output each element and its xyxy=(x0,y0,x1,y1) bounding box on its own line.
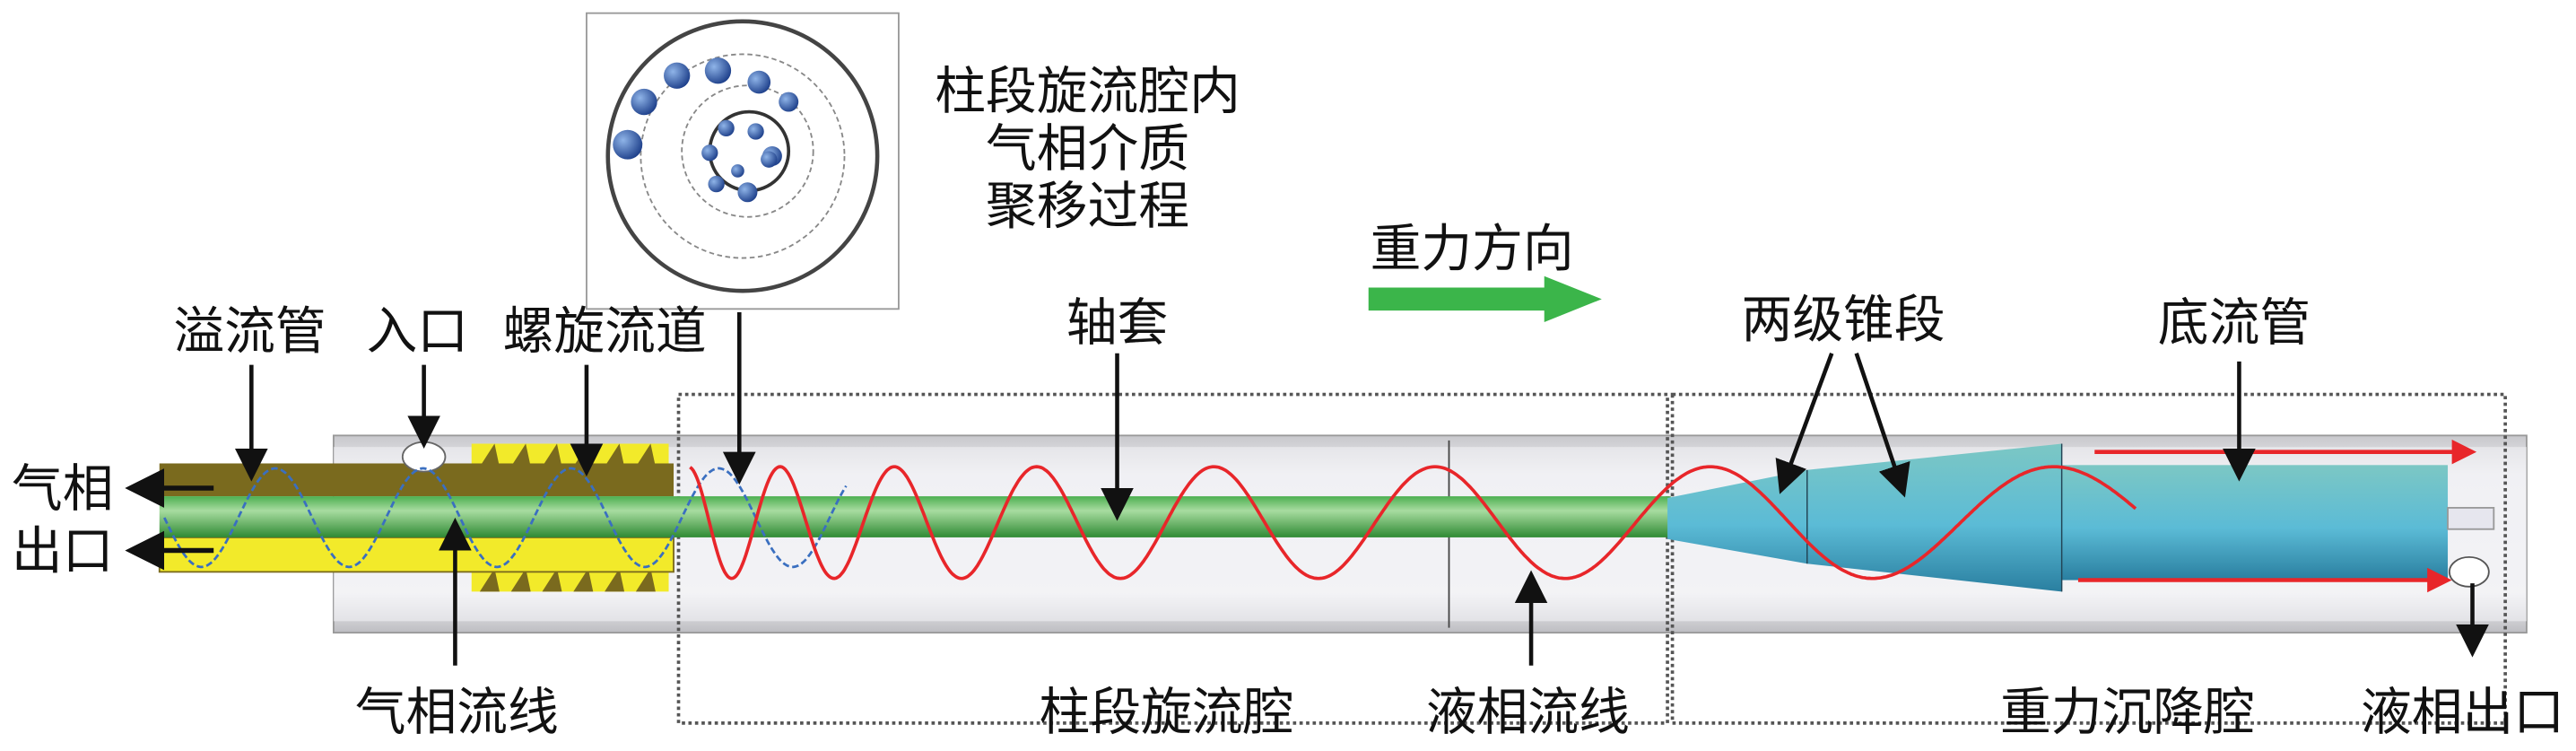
label-liquid-outlet: 液相出口 xyxy=(2361,683,2564,742)
inset-caption-line3: 聚移过程 xyxy=(986,177,1189,236)
spiral-fin xyxy=(479,568,500,592)
spiral-fin xyxy=(479,443,500,467)
label-liquid-streamline: 液相流线 xyxy=(1426,683,1630,742)
label-gravity-settling-chamber: 重力沉降腔 xyxy=(2000,683,2255,742)
label-underflow-pipe: 底流管 xyxy=(2158,293,2311,353)
inset-caption-line1: 柱段旋流腔内 xyxy=(935,62,1240,121)
label-inlet: 入口 xyxy=(367,301,469,361)
spiral-fin xyxy=(605,568,625,592)
gas-bubble xyxy=(747,70,771,94)
gas-bubble xyxy=(708,175,725,193)
label-sleeve: 轴套 xyxy=(1066,293,1169,353)
spiral-fin xyxy=(605,443,625,467)
column-chamber-box xyxy=(676,392,1669,725)
label-overflow-pipe: 溢流管 xyxy=(173,301,326,361)
sleeve-rod xyxy=(159,496,1671,537)
liquid-streamline xyxy=(689,465,2137,581)
gas-bubble xyxy=(701,144,718,162)
spiral-fin xyxy=(635,568,656,592)
spiral-fin xyxy=(542,568,562,592)
gas-bubble xyxy=(664,62,691,89)
spiral-fin xyxy=(510,568,531,592)
gas-bubble xyxy=(779,92,799,112)
label-gas-outlet-1: 气相 xyxy=(12,459,114,519)
gas-bubble xyxy=(613,129,643,160)
gas-bubble xyxy=(704,57,732,84)
gas-bubble xyxy=(747,123,764,140)
gas-bubble xyxy=(761,151,778,168)
two-stage-cone xyxy=(1667,443,2062,592)
gravity-label: 重力方向 xyxy=(1371,220,1574,279)
spiral-fin xyxy=(510,443,531,467)
gas-streamline xyxy=(163,467,848,569)
gas-bubble xyxy=(731,164,744,178)
inset-vortex-panel xyxy=(586,12,900,310)
spiral-fin xyxy=(573,568,594,592)
label-column-cyclone-chamber: 柱段旋流腔 xyxy=(1040,683,1294,742)
label-spiral-channel: 螺旋流道 xyxy=(503,301,707,361)
spiral-fin xyxy=(635,443,656,467)
liquid-outlet-hole xyxy=(2448,555,2490,588)
gravity-direction-arrow xyxy=(1368,275,1602,322)
label-gas-streamline: 气相流线 xyxy=(355,683,559,742)
gas-bubble xyxy=(631,88,657,116)
gas-bubble xyxy=(737,182,758,203)
gas-bubble xyxy=(718,119,735,137)
inset-caption-line2: 气相介质 xyxy=(986,119,1189,179)
label-two-stage-cone: 两级锥段 xyxy=(1742,290,1945,349)
spiral-fin xyxy=(542,443,562,467)
underflow-pipe xyxy=(2060,443,2495,592)
gas-bubbles xyxy=(613,57,799,203)
label-gas-outlet-2: 出口 xyxy=(12,522,114,581)
pointer-arrows xyxy=(235,311,2489,666)
